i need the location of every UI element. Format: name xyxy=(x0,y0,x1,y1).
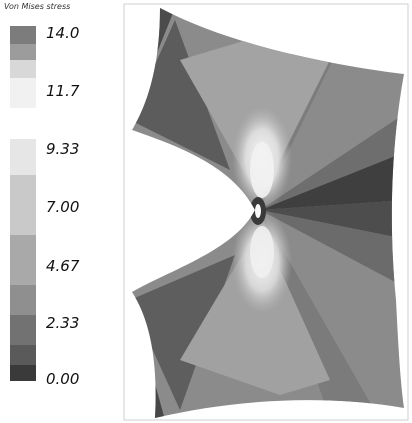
legend-band xyxy=(10,78,36,108)
legend-band xyxy=(10,365,36,381)
legend-tick-label: 7.00 xyxy=(46,198,80,216)
legend-tick-label: 0.00 xyxy=(46,370,80,388)
legend-band xyxy=(10,315,36,345)
legend-band xyxy=(10,285,36,315)
legend-tick-label: 9.33 xyxy=(46,140,80,158)
contour-field xyxy=(132,8,404,418)
legend-band xyxy=(10,26,36,44)
legend-tick-label: 11.7 xyxy=(46,82,80,100)
legend-band xyxy=(10,60,36,78)
legend-band xyxy=(10,345,36,365)
legend-tick-label: 14.0 xyxy=(46,24,80,42)
legend-title: Von Mises stress xyxy=(4,2,71,11)
plot-frame xyxy=(123,3,409,421)
legend-tick-label: 4.67 xyxy=(46,257,80,275)
legend-band xyxy=(10,139,36,175)
legend-band xyxy=(10,235,36,285)
legend-band xyxy=(10,175,36,235)
legend-tick-label: 2.33 xyxy=(46,314,80,332)
legend-band xyxy=(10,44,36,60)
